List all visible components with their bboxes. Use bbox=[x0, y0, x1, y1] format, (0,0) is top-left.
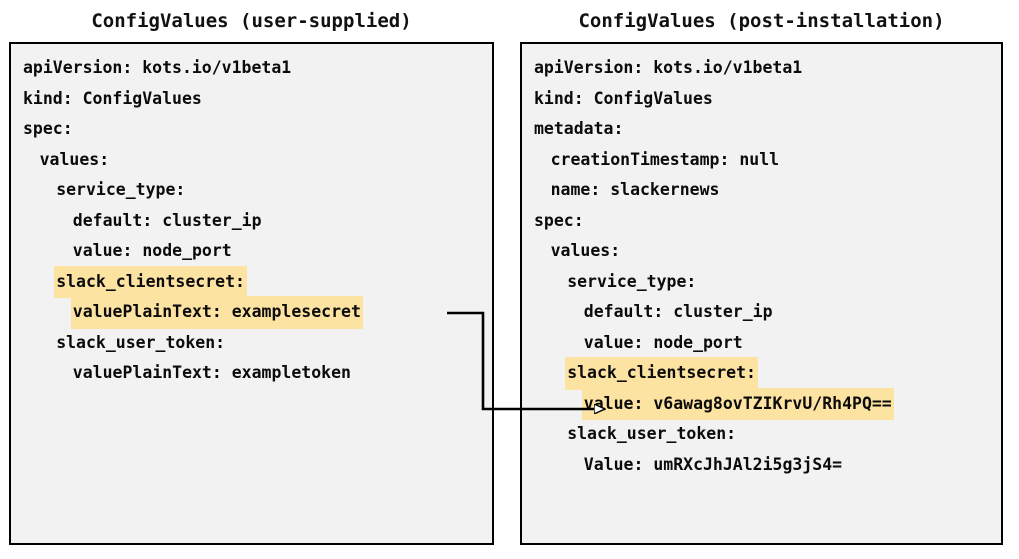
yaml-user-supplied-line: valuePlainText: examplesecret bbox=[21, 296, 488, 329]
yaml-user-supplied-line-text: value: node_port bbox=[72, 241, 232, 260]
yaml-post-installation-line: metadata: bbox=[532, 113, 997, 144]
yaml-post-installation-line-text: default: cluster_ip bbox=[583, 302, 773, 321]
yaml-post-installation-line: kind: ConfigValues bbox=[532, 83, 997, 114]
yaml-post-installation-line: slack_clientsecret: bbox=[532, 357, 997, 390]
configvalues-post-installation-panel: apiVersion: kots.io/v1beta1 kind: ConfigV… bbox=[520, 42, 1003, 545]
yaml-user-supplied-line: values: bbox=[21, 144, 488, 175]
yaml-post-installation-line: apiVersion: kots.io/v1beta1 bbox=[532, 52, 997, 83]
yaml-user-supplied-line-text: values: bbox=[39, 149, 110, 169]
yaml-user-supplied-line-text: spec: bbox=[23, 119, 73, 138]
yaml-post-installation-line-text: value: v6awag8ovTZIKrvU/Rh4PQ== bbox=[581, 387, 894, 420]
yaml-post-installation-line-text: spec: bbox=[534, 210, 584, 230]
yaml-post-installation-line-text: slack_clientsecret: bbox=[565, 357, 758, 390]
yaml-user-supplied-line: kind: ConfigValues bbox=[21, 83, 488, 114]
configvalues-user-supplied-panel: apiVersion: kots.io/v1beta1 kind: ConfigV… bbox=[9, 42, 494, 545]
yaml-user-supplied-line: slack_user_token: bbox=[21, 327, 488, 358]
yaml-post-installation-line: name: slackernews bbox=[532, 174, 997, 205]
panel-title-post-installation: ConfigValues (post-installation) bbox=[578, 10, 945, 32]
yaml-user-supplied-line: value: node_port bbox=[21, 235, 488, 266]
code-block-post-installation: apiVersion: kots.io/v1beta1 kind: ConfigV… bbox=[532, 52, 997, 479]
yaml-post-installation-line-text: service_type: bbox=[567, 271, 697, 291]
yaml-user-supplied-line-text: valuePlainText: examplesecret bbox=[70, 296, 363, 329]
yaml-post-installation-line: value: v6awag8ovTZIKrvU/Rh4PQ== bbox=[532, 387, 997, 420]
yaml-post-installation-line-text: slack_user_token: bbox=[567, 424, 737, 443]
yaml-post-installation-line: slack_user_token: bbox=[532, 418, 997, 449]
yaml-post-installation-line-text: creationTimestamp: null bbox=[550, 149, 780, 169]
yaml-post-installation-line-text: metadata: bbox=[534, 119, 624, 138]
code-block-user-supplied: apiVersion: kots.io/v1beta1 kind: ConfigV… bbox=[21, 52, 488, 388]
yaml-post-installation-line: values: bbox=[532, 235, 997, 266]
yaml-user-supplied-line-text: apiVersion: kots.io/v1beta1 bbox=[23, 58, 292, 77]
yaml-user-supplied-line: default: cluster_ip bbox=[21, 205, 488, 236]
yaml-post-installation-line: spec: bbox=[532, 205, 997, 236]
yaml-post-installation-line-text: apiVersion: kots.io/v1beta1 bbox=[534, 58, 803, 77]
yaml-post-installation-line: Value: umRXcJhJAl2i5g3jS4= bbox=[532, 449, 997, 480]
panel-title-user-supplied: ConfigValues (user-supplied) bbox=[91, 10, 412, 32]
yaml-user-supplied-line-text: slack_clientsecret: bbox=[54, 265, 247, 298]
yaml-post-installation-line-text: name: slackernews bbox=[550, 180, 720, 199]
yaml-user-supplied-line-text: kind: ConfigValues bbox=[23, 88, 202, 108]
yaml-post-installation-line-text: value: node_port bbox=[583, 332, 743, 352]
yaml-post-installation-line: default: cluster_ip bbox=[532, 296, 997, 327]
yaml-user-supplied-line-text: default: cluster_ip bbox=[72, 210, 262, 230]
yaml-user-supplied-line: spec: bbox=[21, 113, 488, 144]
yaml-user-supplied-line-text: service_type: bbox=[56, 180, 186, 199]
yaml-post-installation-line: value: node_port bbox=[532, 327, 997, 358]
yaml-post-installation-line-text: Value: umRXcJhJAl2i5g3jS4= bbox=[583, 454, 843, 474]
yaml-post-installation-line-text: kind: ConfigValues bbox=[534, 88, 713, 108]
yaml-post-installation-line-text: values: bbox=[550, 241, 621, 260]
yaml-user-supplied-line-text: slack_user_token: bbox=[56, 332, 226, 352]
yaml-user-supplied-line: apiVersion: kots.io/v1beta1 bbox=[21, 52, 488, 83]
yaml-post-installation-line: service_type: bbox=[532, 266, 997, 297]
yaml-user-supplied-line: service_type: bbox=[21, 174, 488, 205]
yaml-user-supplied-line: slack_clientsecret: bbox=[21, 265, 488, 298]
yaml-post-installation-line: creationTimestamp: null bbox=[532, 144, 997, 175]
yaml-user-supplied-line: valuePlainText: exampletoken bbox=[21, 357, 488, 388]
yaml-user-supplied-line-text: valuePlainText: exampletoken bbox=[72, 363, 351, 382]
